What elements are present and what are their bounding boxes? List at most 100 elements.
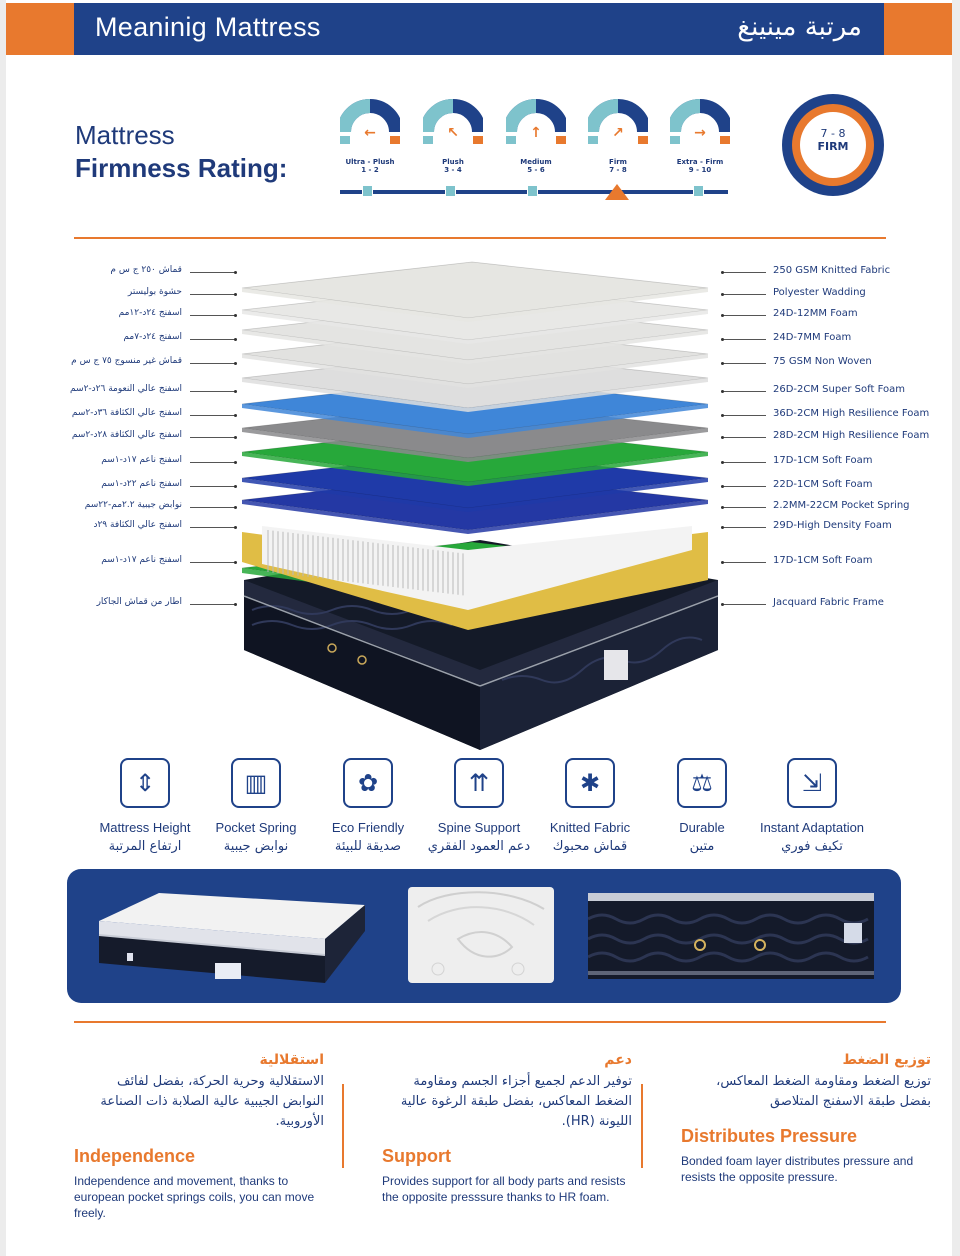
arrow-up-left-icon: ↖ [420, 99, 486, 146]
leader-line [190, 527, 236, 528]
leader-dot [234, 561, 237, 564]
benefit-title-english: Support [382, 1146, 451, 1166]
leader-dot [721, 362, 724, 365]
firmness-gauge-2: ↖ [420, 96, 486, 152]
firmness-gauge-3: ↑ [503, 96, 569, 152]
layer-label-english: 24D-12MM Foam [773, 308, 858, 319]
eco-leaf-icon: ✿ [343, 758, 393, 808]
feature-label-english: Pocket Spring [215, 820, 297, 835]
firmness-gauge-5: → [667, 96, 733, 152]
scale-tick [693, 185, 704, 197]
benefit-body-english: Bonded foam layer distributes pressure a… [681, 1154, 914, 1184]
leader-dot [234, 293, 237, 296]
pocket-spring-block [242, 526, 708, 630]
leader-line [190, 363, 236, 364]
benefit-body-english: Independence and movement, thanks to eur… [74, 1174, 315, 1220]
leader-dot [234, 603, 237, 606]
leader-dot [234, 414, 237, 417]
feature-label-arabic: صديقة للبيئة [334, 839, 402, 854]
leader-line [190, 339, 236, 340]
leader-line [722, 363, 766, 364]
leader-dot [721, 414, 724, 417]
svg-text:↖: ↖ [447, 125, 459, 141]
feature-label-english: Knitted Fabric [549, 820, 631, 835]
layer-label-arabic: اسفنج ٢٤د-١٢مم [118, 308, 182, 318]
firmness-level-range: 9 - 10 [688, 166, 712, 174]
instant-adaptation-icon: ⇲ [787, 758, 837, 808]
leader-dot [721, 485, 724, 488]
mattress-side-photo [588, 893, 874, 979]
firmness-heading-line2: Firmness Rating: [75, 153, 288, 183]
feature-label-arabic: تكيف فوري [781, 839, 843, 854]
fabric-closeup-photo [408, 887, 554, 983]
feature-label-english: Spine Support [437, 820, 521, 835]
leader-line [722, 272, 766, 273]
leader-dot [721, 561, 724, 564]
svg-text:←: ← [364, 125, 376, 141]
layer-label-arabic: اطار من قماش الجاكار [96, 597, 182, 607]
mattress-height-icon: ⇕ [120, 758, 170, 808]
column-separator [342, 1084, 344, 1168]
layer-label-arabic: حشوة بوليستر [127, 287, 182, 297]
header-accent-left [6, 3, 74, 55]
leader-line [722, 391, 766, 392]
feature-eco-leaf: ✿ Eco Friendly صديقة للبيئة [313, 758, 423, 854]
leader-dot [721, 436, 724, 439]
page-title-arabic: مرتبة مينينغ [737, 12, 862, 42]
layer-label-english: 24D-7MM Foam [773, 332, 852, 343]
leader-dot [721, 461, 724, 464]
firmness-heading-line1: Mattress [75, 120, 175, 150]
leader-line [722, 462, 766, 463]
layer-label-english: Polyester Wadding [773, 287, 866, 298]
leader-line [722, 415, 766, 416]
product-sheet: Meaninig Mattress مرتبة مينينغ Mattress … [6, 0, 952, 1256]
firmness-level-range: 5 - 6 [527, 166, 545, 174]
leader-dot [234, 485, 237, 488]
leader-line [190, 294, 236, 295]
firmness-badge-text: FIRM [817, 140, 849, 153]
feature-label-arabic: قماش محبوك [552, 839, 628, 854]
mattress-photo [98, 893, 365, 983]
layer-label-arabic: اسفنج ناعم ١٧د-١سم [101, 455, 182, 465]
durable-weight-icon: ⚖ [677, 758, 727, 808]
leader-line [190, 562, 236, 563]
arrow-up-icon: ↑ [503, 99, 569, 146]
arrow-right-icon: → [667, 99, 733, 146]
divider [74, 237, 886, 239]
layer-label-arabic: اسفنج ناعم ٢٢د-١سم [101, 479, 182, 489]
feature-label-arabic: نوابض جيبية [223, 839, 289, 854]
leader-line [190, 486, 236, 487]
leader-dot [721, 293, 724, 296]
page-title: Meaninig Mattress [95, 12, 321, 42]
leader-line [190, 507, 236, 508]
leader-line [722, 527, 766, 528]
leader-dot [721, 603, 724, 606]
leader-line [190, 272, 236, 273]
mattress-layers-diagram [241, 261, 718, 750]
leader-line [190, 415, 236, 416]
feature-label-english: Eco Friendly [331, 820, 405, 835]
arrow-up-right-icon: ↗ [585, 99, 651, 146]
layer-label-english: 29D-High Density Foam [773, 520, 892, 531]
benefit-title-arabic: دعم [604, 1052, 632, 1068]
leader-line [190, 462, 236, 463]
leader-dot [234, 526, 237, 529]
layer-label-english: 36D-2CM High Resilience Foam [773, 408, 930, 419]
leader-line [190, 391, 236, 392]
leader-dot [234, 436, 237, 439]
benefit-body-arabic: الاستقلالية وحرية الحركة، بفضل لفائف الن… [100, 1074, 324, 1129]
leader-dot [234, 314, 237, 317]
layer-label-arabic: قماش غير منسوج ٧٥ ج س م [71, 356, 182, 366]
firmness-level-name: Extra - Firm [676, 158, 724, 166]
leader-dot [234, 461, 237, 464]
layer-label-english: 17D-1CM Soft Foam [773, 455, 873, 466]
feature-label-english: Durable [679, 820, 725, 835]
